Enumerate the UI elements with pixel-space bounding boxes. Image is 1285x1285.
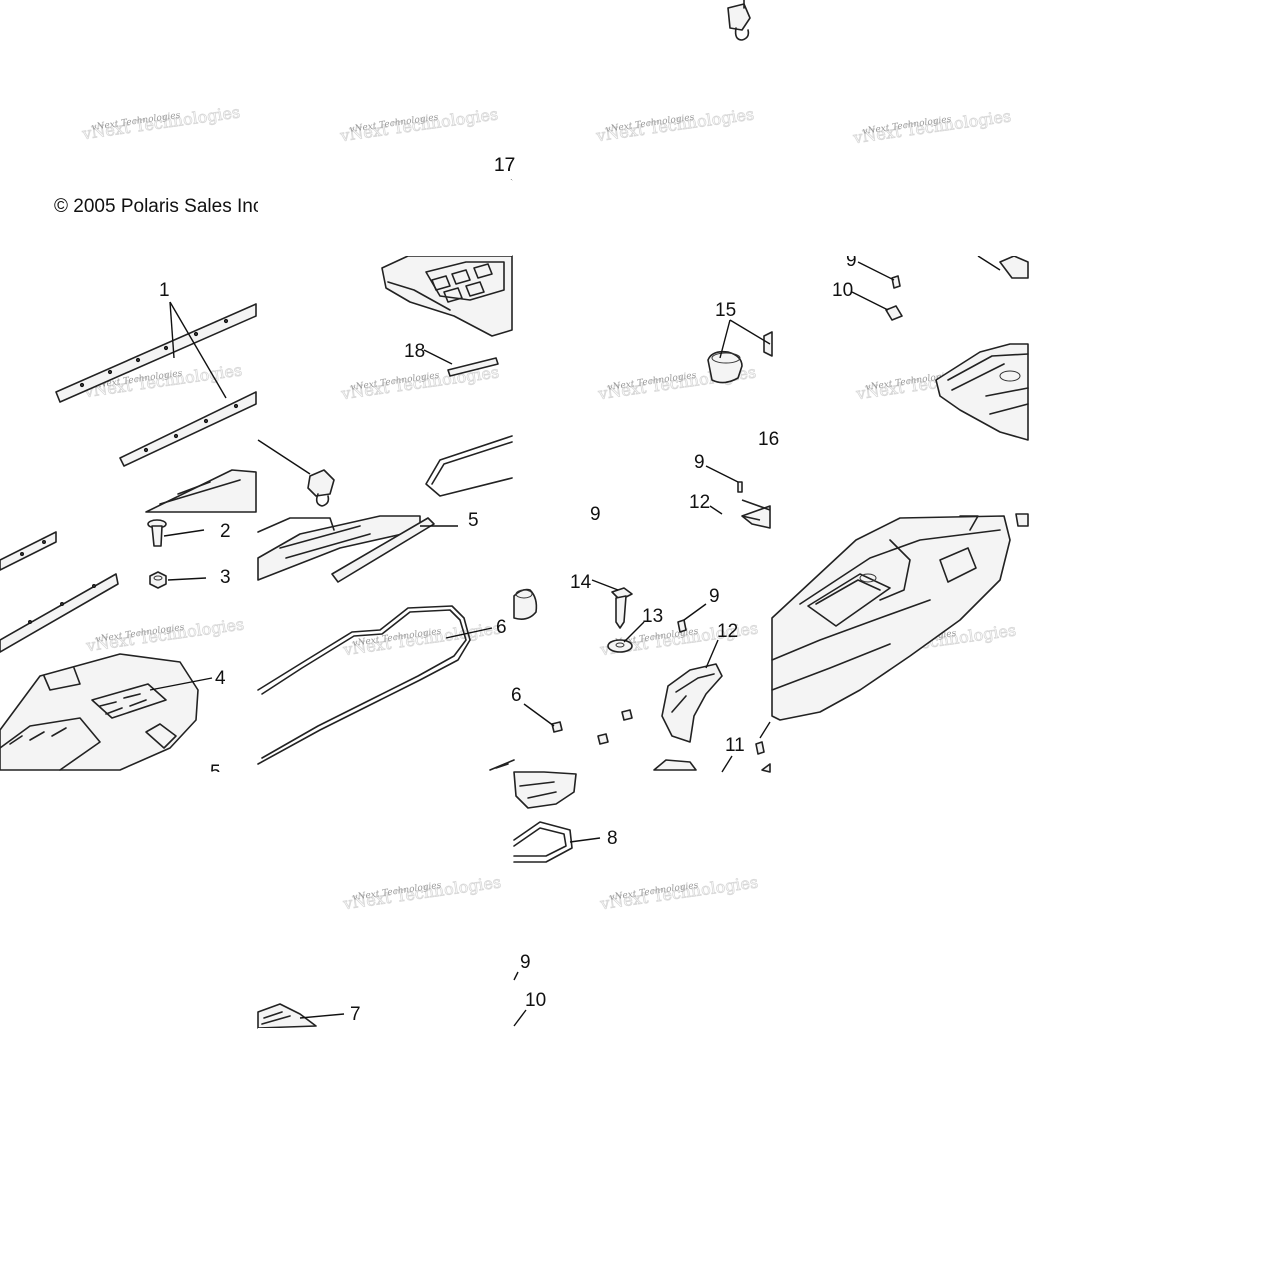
- latch-top: [727, 0, 751, 41]
- callout-15: 15: [715, 300, 736, 321]
- copyright-notice: © 2005 Polaris Sales Inc.: [54, 196, 268, 217]
- watermark: vNext Technologies vNext Technologies: [338, 104, 500, 146]
- part-3-nut: [149, 571, 167, 589]
- callout-6: 6: [511, 685, 522, 706]
- callout-9: 9: [520, 952, 531, 973]
- callout-6: 6: [496, 617, 507, 638]
- part-18-pin: [447, 357, 499, 377]
- part-12-shield: [661, 663, 723, 743]
- callout-8: 8: [607, 828, 618, 849]
- part-9-screw: [737, 481, 743, 493]
- callout-5: 5: [468, 510, 479, 531]
- part-frame-fragment: [425, 435, 513, 497]
- watermark: vNext Technologies vNext Technologies: [84, 614, 246, 656]
- callout-9: 9: [709, 586, 720, 607]
- tile-gaps: [0, 180, 1285, 1285]
- part-floor-edge: [145, 469, 257, 513]
- callout-16: 16: [758, 429, 779, 450]
- callout-12: 12: [717, 621, 738, 642]
- callout-4: 4: [215, 668, 226, 689]
- part-nut-small: [621, 709, 633, 721]
- callout-18: 18: [404, 341, 425, 362]
- part-nut-small: [597, 733, 609, 745]
- callout-1: 1: [159, 280, 170, 301]
- part-4-floor-panel: [0, 653, 199, 771]
- part-cap-small: [513, 588, 538, 620]
- part-7-bracket: [257, 1003, 317, 1029]
- part-2-bolt: [147, 519, 167, 547]
- watermark: vNext Technologies vNext Technologies: [341, 872, 503, 914]
- callout-17: 17: [494, 155, 515, 176]
- part-15-cap: [707, 331, 773, 384]
- watermark: vNext Technologies vNext Technologies: [598, 872, 760, 914]
- callout-12: 12: [689, 492, 710, 513]
- part-nut-small: [551, 721, 563, 733]
- callout-9: 9: [694, 452, 705, 473]
- watermark: vNext Technologies vNext Technologies: [341, 618, 503, 660]
- watermark: vNext Technologies vNext Technologies: [851, 106, 1013, 148]
- callout-9: 9: [846, 250, 857, 271]
- callout-10: 10: [832, 280, 853, 301]
- part-13-washer: [607, 639, 633, 653]
- callout-labels: 1 2 3 4 5 17 18 5 6 7 9 10 15 16 9 12 9 …: [159, 155, 857, 1025]
- callout-2: 2: [220, 521, 231, 542]
- part-fastener: [891, 275, 901, 289]
- part-bracket-lower: [489, 759, 577, 809]
- leader-lines: [149, 179, 895, 1027]
- callout-17-restore: 17: [494, 155, 515, 176]
- part-6-gasket: [257, 605, 471, 765]
- part-9-screw: [677, 619, 687, 633]
- part-latch-mid: [257, 439, 335, 507]
- callout-13: 13: [642, 606, 663, 627]
- callout-3: 3: [220, 567, 231, 588]
- callout-9: 9: [590, 504, 601, 525]
- part-storage-box: [771, 513, 1029, 721]
- part-17-console: [381, 255, 513, 337]
- part-8-loop: [513, 821, 573, 863]
- part-12-bracket: [741, 499, 771, 529]
- part-strips-lower: [0, 531, 119, 653]
- part-fastener: [885, 305, 903, 321]
- part-1-strips: [55, 303, 257, 467]
- part-14-bolt: [611, 587, 633, 629]
- part-5-strip: [331, 517, 435, 583]
- callout-10: 10: [525, 990, 546, 1011]
- part-11-bracket: [653, 741, 771, 773]
- callout-7: 7: [350, 1004, 361, 1025]
- watermark: vNext Technologies vNext Technologies: [80, 102, 242, 144]
- part-hook: [977, 255, 1029, 279]
- callout-11: 11: [725, 735, 745, 756]
- part-rack-housing: [935, 343, 1029, 441]
- watermark: vNext Technologies vNext Technologies: [594, 104, 756, 146]
- callout-14: 14: [570, 572, 592, 593]
